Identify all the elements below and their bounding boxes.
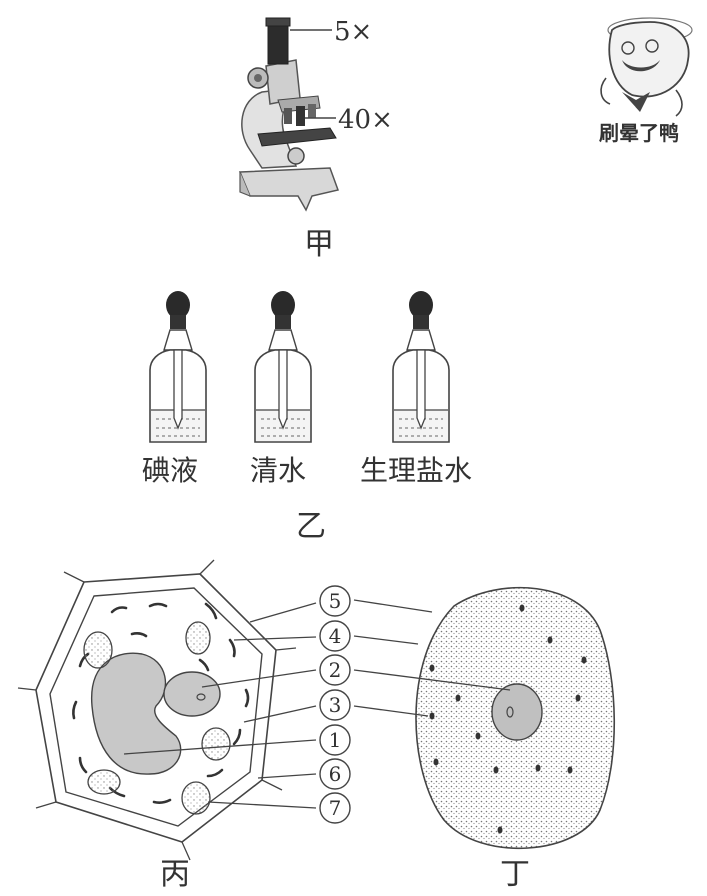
svg-text:6: 6 [329, 762, 342, 786]
dropper-bottle-3 [392, 291, 450, 443]
objective-magnification-label: 40× [338, 105, 393, 135]
svg-text:3: 3 [329, 693, 342, 717]
marker-3: 3 [319, 689, 351, 721]
marker-7: 7 [319, 792, 351, 824]
microscope-caption: 甲 [304, 227, 334, 262]
microscope: 5× 40× [238, 17, 393, 212]
svg-text:4: 4 [329, 624, 342, 648]
marker-2: 2 [319, 654, 351, 686]
svg-text:2: 2 [329, 658, 342, 682]
marker-5: 5 [319, 585, 351, 617]
bottles-caption: 乙 [296, 509, 326, 544]
eyepiece-magnification-label: 5× [334, 17, 372, 47]
animal-cell [415, 586, 616, 850]
mascot-caption: 刷晕了鸭 [599, 121, 679, 145]
marker-6: 6 [319, 758, 351, 790]
svg-text:7: 7 [329, 796, 342, 820]
dropper-bottle-1 [149, 291, 207, 443]
svg-text:5: 5 [329, 589, 342, 613]
mascot-duck-icon [600, 17, 693, 117]
plant-cell-caption: 丙 [160, 857, 190, 892]
marker-1: 1 [319, 724, 351, 756]
dropper-bottle-2 [254, 291, 312, 443]
marker-leader-lines [123, 599, 511, 809]
bottle-label-saline: 生理盐水 [360, 454, 472, 487]
bottle-label-iodine: 碘液 [142, 454, 198, 487]
animal-cell-caption: 丁 [500, 857, 530, 892]
plant-cell [17, 559, 297, 861]
svg-text:1: 1 [329, 728, 342, 752]
marker-4: 4 [319, 620, 351, 652]
bottle-label-water: 清水 [250, 454, 306, 487]
